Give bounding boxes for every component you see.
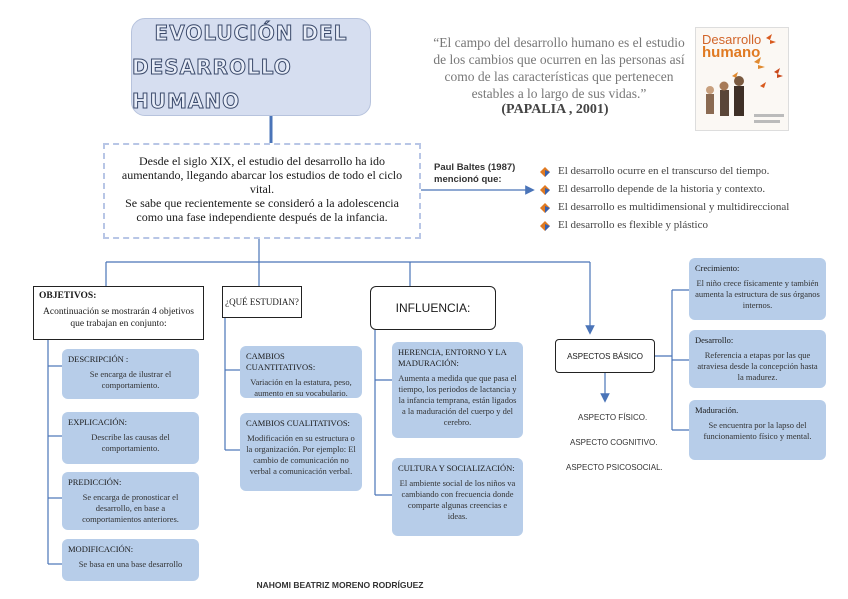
card-explicacion: EXPLICACIÓN: Describe las causas del com… <box>62 412 199 464</box>
baltes-list: El desarrollo ocurre en el transcurso de… <box>538 162 808 234</box>
card-modificacion: MODIFICACIÓN: Se basa en una base desarr… <box>62 539 199 581</box>
card-crecimiento: Crecimiento: El niño crece físicamente y… <box>689 258 826 320</box>
aspecto-cognitivo: ASPECTO COGNITIVO. <box>570 438 658 447</box>
estudian-heading: ¿QUÉ ESTUDIAN? <box>225 297 299 307</box>
aspectos-box: ASPECTOS BÁSICO <box>555 339 655 373</box>
arrow-bullet-icon <box>540 165 550 177</box>
book-cover-image: Desarrollo humano <box>695 27 789 131</box>
card-desarrollo: Desarrollo: Referencia a etapas por las … <box>689 330 826 388</box>
butterflies-illustration <box>706 34 784 123</box>
list-item: El desarrollo es flexible y plástico <box>538 216 808 234</box>
title-line-2: desarrollo humano <box>132 55 292 114</box>
intro-paragraph-2: Se sabe que recientemente se consideró a… <box>125 196 399 224</box>
aspecto-psicosocial: ASPECTO PSICOSOCIAL. <box>566 463 663 472</box>
list-item: El desarrollo ocurre en el transcurso de… <box>538 162 808 180</box>
card-herencia: HERENCIA, ENTORNO Y LA MADURACIÓN: Aumen… <box>392 342 523 438</box>
card-prediccion: PREDICCIÓN: Se encarga de pronosticar el… <box>62 472 199 530</box>
card-cambios-cuantitativos: CAMBIOS CUANTITATIVOS: Variación en la e… <box>240 346 362 398</box>
card-descripcion: DESCRIPCIÓN : Se encarga de ilustrar el … <box>62 349 199 399</box>
intro-paragraph-1: Desde el siglo XIX, el estudio del desar… <box>121 154 403 196</box>
card-cultura: CULTURA Y SOCIALIZACIÓN: El ambiente soc… <box>392 458 523 536</box>
book-title-2: humano <box>702 44 761 61</box>
list-item: El desarrollo es multidimensional y mult… <box>538 198 808 216</box>
card-cambios-cualitativos: CAMBIOS CUALITATIVOS: Modificación en su… <box>240 413 362 491</box>
quote-source: (PAPALIA , 2001) <box>501 102 609 117</box>
objetivos-heading: OBJETIVOS: <box>39 291 97 301</box>
influencia-heading: INFLUENCIA: <box>395 301 471 315</box>
author-name: NAHOMI BEATRIZ MORENO RODRÍGUEZ <box>256 580 424 590</box>
card-maduracion: Maduración. Se encuentra por la lapso de… <box>689 400 826 460</box>
aspectos-heading: ASPECTOS BÁSICO <box>567 351 643 361</box>
arrow-bullet-icon <box>540 201 550 213</box>
quote-text: “El campo del desarrollo humano es el es… <box>433 35 685 101</box>
objetivos-desc: Acontinuación se mostrarán 4 objetivos q… <box>43 307 194 329</box>
intro-box: Desde el siglo XIX, el estudio del desar… <box>103 143 421 239</box>
baltes-label: Paul Baltes (1987) mencionó que: <box>434 162 516 185</box>
title-box: Evolución del desarrollo humano <box>131 18 371 116</box>
aspecto-fisico: ASPECTO FÍSICO. <box>578 413 648 422</box>
estudian-box: ¿QUÉ ESTUDIAN? <box>222 286 302 318</box>
objetivos-box: OBJETIVOS: Acontinuación se mostrarán 4 … <box>33 286 204 340</box>
influencia-box: INFLUENCIA: <box>370 286 496 330</box>
book-title-1: Desarrollo <box>702 32 762 47</box>
arrow-bullet-icon <box>540 183 550 195</box>
title-line-1: Evolución del <box>154 21 348 46</box>
list-item: El desarrollo depende de la historia y c… <box>538 180 808 198</box>
arrow-bullet-icon <box>540 219 550 231</box>
